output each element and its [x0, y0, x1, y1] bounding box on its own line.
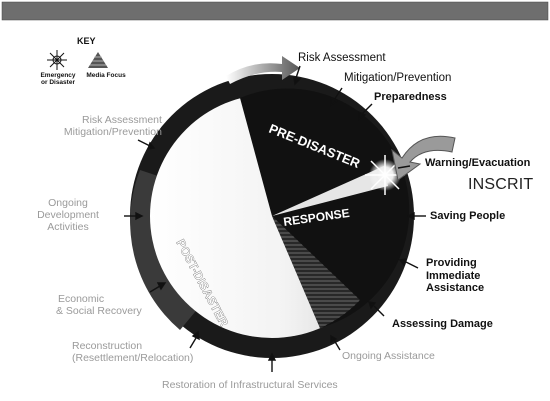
label-assessing-damage: Assessing Damage [392, 318, 493, 330]
label-providing-immediate-assistance: Providing Immediate Assistance [426, 257, 485, 295]
label-economic-social-recovery: Economic & Social Recovery [56, 293, 142, 318]
label-mitigation-prevention: Mitigation/Prevention [344, 72, 452, 84]
key-title: KEY [77, 36, 96, 46]
label-warning-evacuation: Warning/Evacuation [425, 157, 531, 169]
key-emergency-label: Emergency or Disaster [40, 72, 76, 87]
label-reconstruction: Reconstruction (Resettlement/Relocation) [72, 340, 194, 365]
pointer-arrows-dark [124, 65, 426, 372]
pre-disaster-sector [240, 88, 410, 329]
media-arrow-right [391, 135, 456, 181]
label-saving-people: Saving People [430, 210, 506, 222]
emergency-starburst [365, 155, 405, 195]
header-bar [2, 2, 548, 20]
key-media-label: Media Focus [86, 72, 126, 79]
media-arrow-top [226, 56, 300, 84]
label-restoration-services: Restoration of Infrastructural Services [162, 379, 338, 391]
key-emergency-icon [47, 50, 67, 70]
label-ongoing-assistance: Ongoing Assistance [342, 350, 435, 362]
label-risk-assessment: Risk Assessment [298, 52, 386, 64]
stamp-inscrit: INSCRIT [468, 176, 534, 193]
key-media-icon [88, 52, 108, 68]
label-ongoing-development: Ongoing Development Activities [37, 197, 99, 234]
label-preparedness: Preparedness [374, 91, 447, 103]
label-risk-assessment-light: Risk Assessment Mitigation/Prevention [63, 114, 162, 139]
